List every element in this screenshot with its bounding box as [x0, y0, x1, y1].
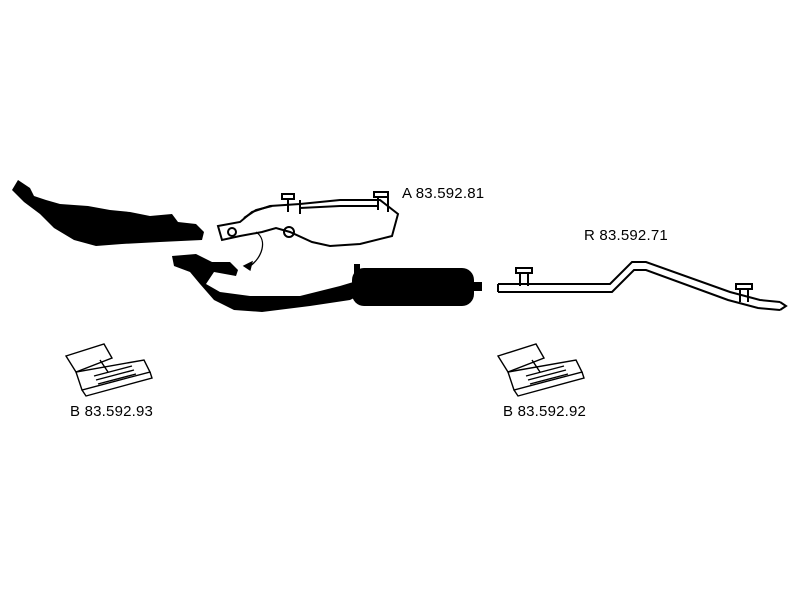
part-label-b-right: B 83.592.92 — [503, 403, 587, 420]
mounting-kit-b-right — [496, 343, 585, 397]
part-label-b-left: B 83.592.93 — [70, 403, 154, 420]
front-pipe-part-a — [216, 191, 400, 248]
heat-shield-part — [12, 180, 204, 246]
rear-pipe-part-r — [497, 261, 788, 311]
mounting-kit-b-left — [64, 343, 153, 397]
part-label-a: A 83.592.81 — [402, 185, 485, 202]
middle-pipe-and-muffler-part — [172, 254, 482, 312]
part-label-r: R 83.592.71 — [584, 227, 668, 244]
connection-arrow — [242, 231, 264, 272]
